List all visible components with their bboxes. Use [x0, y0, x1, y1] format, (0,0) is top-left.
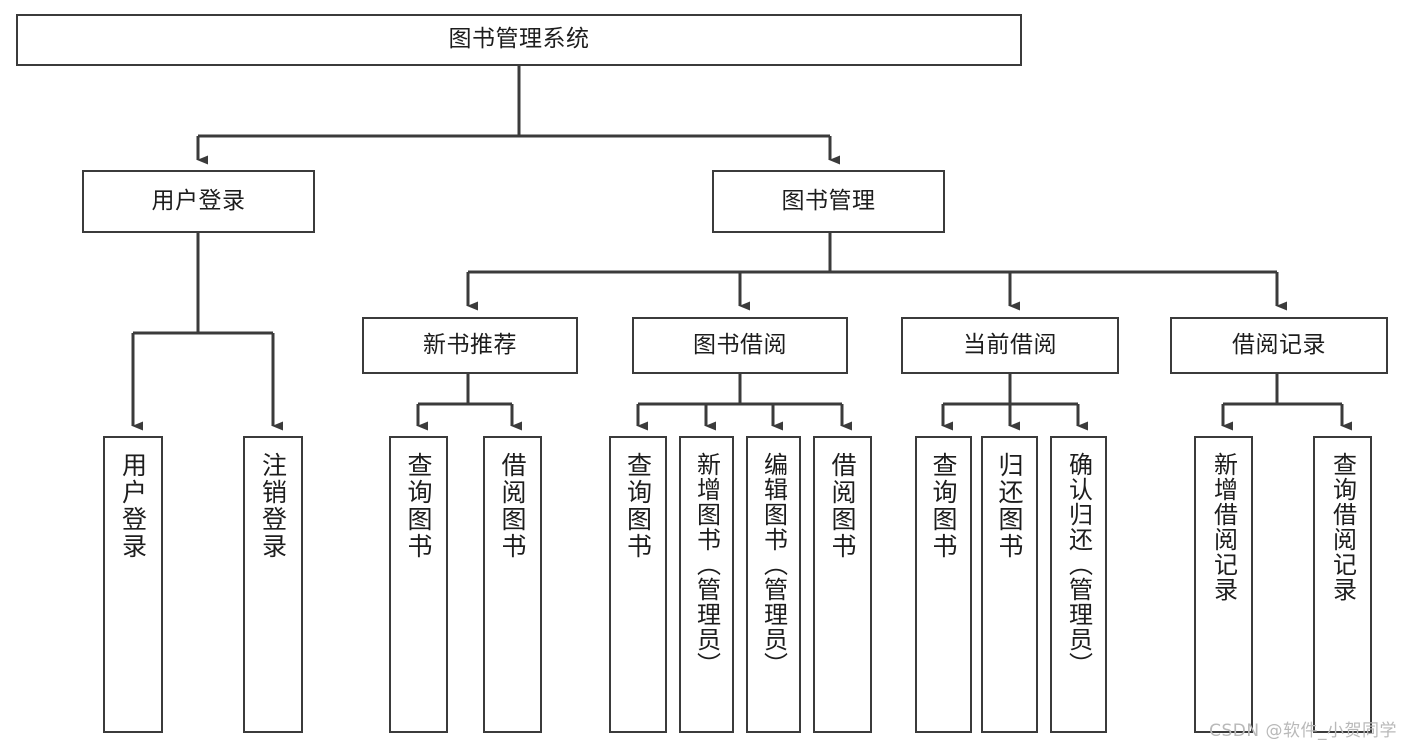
node-leaf-borrow-book[interactable]: 借阅图书: [813, 436, 872, 733]
node-leaf-edit-book-admin[interactable]: 编辑图书（管理员）: [746, 436, 801, 733]
node-label: 当前借阅: [963, 331, 1057, 358]
node-leaf-confirm-return-admin[interactable]: 确认归还（管理员）: [1050, 436, 1107, 733]
node-label: 注销登录: [258, 452, 288, 560]
node-label: 借阅记录: [1232, 331, 1326, 358]
node-leaf-query-book-borrow[interactable]: 查询图书: [609, 436, 667, 733]
node-book-borrow[interactable]: 图书借阅: [632, 317, 848, 374]
node-leaf-user-login[interactable]: 用户登录: [103, 436, 163, 733]
node-label: 查询图书: [929, 452, 958, 560]
node-label: 归还图书: [995, 452, 1024, 560]
node-label: 借阅图书: [498, 452, 527, 560]
node-label: 图书管理: [781, 187, 876, 214]
watermark-text: CSDN @软件_小贺同学: [1209, 721, 1397, 741]
node-new-book-recommend[interactable]: 新书推荐: [362, 317, 578, 374]
node-label: 编辑图书（管理员）: [759, 452, 788, 677]
node-label: 图书管理系统: [448, 26, 590, 53]
node-leaf-add-borrow-record[interactable]: 新增借阅记录: [1194, 436, 1253, 733]
node-leaf-borrow-book-recommend[interactable]: 借阅图书: [483, 436, 542, 733]
node-label: 新增借阅记录: [1209, 452, 1238, 602]
node-label: 新书推荐: [423, 331, 517, 358]
node-leaf-query-borrow-record[interactable]: 查询借阅记录: [1313, 436, 1372, 733]
node-label: 用户登录: [118, 452, 148, 560]
node-label: 新增图书（管理员）: [692, 452, 721, 677]
node-leaf-logout[interactable]: 注销登录: [243, 436, 303, 733]
node-label: 借阅图书: [828, 452, 857, 560]
node-borrow-record[interactable]: 借阅记录: [1170, 317, 1388, 374]
node-leaf-query-book-current[interactable]: 查询图书: [915, 436, 972, 733]
node-user-login[interactable]: 用户登录: [82, 170, 315, 233]
node-book-management[interactable]: 图书管理: [712, 170, 945, 233]
node-current-borrow[interactable]: 当前借阅: [901, 317, 1119, 374]
node-label: 确认归还（管理员）: [1064, 452, 1093, 677]
node-label: 查询图书: [404, 452, 433, 560]
node-label: 图书借阅: [693, 331, 787, 358]
node-label: 查询图书: [623, 452, 653, 560]
node-label: 查询借阅记录: [1328, 452, 1357, 602]
node-label: 用户登录: [151, 187, 246, 214]
node-root-book-management-system[interactable]: 图书管理系统: [16, 14, 1022, 66]
node-leaf-query-book-recommend[interactable]: 查询图书: [389, 436, 448, 733]
node-leaf-add-book-admin[interactable]: 新增图书（管理员）: [679, 436, 734, 733]
node-leaf-return-book[interactable]: 归还图书: [981, 436, 1038, 733]
